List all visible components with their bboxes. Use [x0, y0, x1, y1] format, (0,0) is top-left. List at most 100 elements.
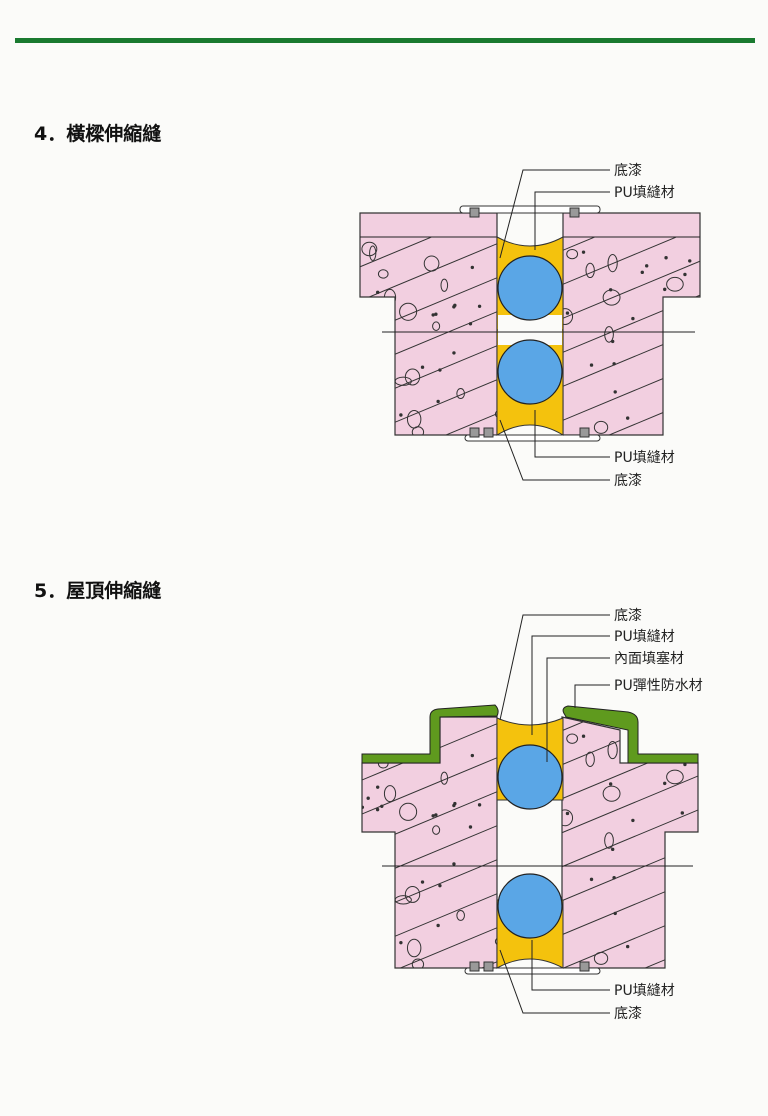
- aggregate-bubble: [420, 880, 425, 884]
- rebar-line: [350, 1009, 710, 1116]
- aggregate-bubble: [589, 877, 594, 882]
- label-pu-filler-bottom: PU填縫材: [614, 450, 675, 466]
- aggregate-bubble: [593, 951, 609, 965]
- aggregate-bubble: [666, 769, 684, 785]
- section-5-title: 5．屋頂伸縮縫: [34, 579, 161, 602]
- aggregate-bubble: [369, 729, 377, 746]
- aggregate-bubble: [663, 287, 667, 292]
- aggregate-bubble: [640, 270, 644, 275]
- aggregate-bubble: [613, 390, 617, 394]
- aggregate-bubble: [631, 316, 635, 321]
- aggregate-bubble: [361, 241, 378, 257]
- aggregate-bubble: [668, 890, 684, 904]
- aggregate-bubble: [522, 823, 530, 841]
- aggregate-bubble: [383, 785, 397, 803]
- aggregate-bubble: [452, 803, 456, 808]
- aggregate-bubble: [406, 938, 422, 958]
- aggregate-bubble: [384, 409, 388, 414]
- top-green-rule: [15, 38, 755, 43]
- rebar-line: [360, 392, 700, 435]
- aggregate-bubble: [625, 944, 630, 949]
- aggregate-bubble: [431, 814, 435, 818]
- aggregate-bubble: [607, 254, 618, 273]
- section-4-title: 4．橫樑伸縮縫: [34, 122, 161, 145]
- beam-expansion-joint-diagram: 底漆 PU填縫材 PU填縫材 底漆: [350, 163, 710, 611]
- aggregate-bubble: [687, 418, 691, 423]
- aggregate-bubble: [613, 911, 617, 916]
- aggregate-bubble: [434, 312, 438, 316]
- aggregate-bubble: [612, 362, 616, 366]
- aggregate-bubble: [668, 372, 684, 386]
- aggregate-bubble: [565, 311, 570, 315]
- rebar-line: [362, 940, 698, 968]
- aggregate-bubble: [514, 426, 518, 431]
- aggregate-bubble: [375, 308, 380, 312]
- cover-plate-bottom: [464, 434, 601, 442]
- aggregate-bubble: [602, 289, 621, 306]
- aggregate-bubble: [581, 250, 586, 254]
- aggregate-bubble: [452, 351, 456, 355]
- aggregate-bubble: [406, 409, 422, 429]
- aggregate-bubble: [694, 874, 698, 879]
- aggregate-bubble: [664, 256, 668, 260]
- aggregate-bubble: [680, 811, 685, 815]
- aggregate-bubble: [566, 733, 579, 744]
- aggregate-bubble: [377, 269, 389, 279]
- aggregate-bubble: [436, 399, 440, 404]
- aggregate-bubble: [438, 368, 442, 372]
- backer-rod-bottom: [497, 873, 563, 939]
- aggregate-bubble: [375, 290, 380, 295]
- aggregate-bubble: [695, 365, 699, 370]
- aggregate-bubble: [604, 326, 614, 343]
- aggregate-bubble: [565, 811, 570, 816]
- label-pu-filler-bottom: PU填縫材: [614, 983, 675, 999]
- backer-rod-top: [497, 744, 563, 810]
- aggregate-bubble: [452, 305, 456, 309]
- aggregate-bubble: [423, 255, 440, 272]
- backer-rod-top: [497, 255, 563, 321]
- aggregate-bubble: [607, 740, 618, 760]
- cover-plate-top: [459, 205, 601, 214]
- aggregate-bubble: [380, 804, 384, 808]
- aggregate-bubble: [608, 782, 613, 786]
- aggregate-bubble: [694, 361, 699, 365]
- aggregate-bubble: [399, 802, 418, 821]
- rebar-line: [350, 461, 710, 611]
- aggregate-bubble: [532, 851, 543, 868]
- aggregate-bubble: [366, 796, 370, 800]
- backer-rod-bottom: [497, 339, 563, 405]
- aggregate-bubble: [610, 339, 615, 344]
- label-primer-top: 底漆: [614, 608, 642, 624]
- aggregate-bubble: [432, 321, 441, 331]
- aggregate-bubble: [399, 413, 403, 417]
- aggregate-bubble: [434, 813, 438, 817]
- aggregate-bubble: [375, 785, 380, 789]
- aggregate-bubble: [438, 883, 442, 888]
- aggregate-bubble: [585, 751, 595, 767]
- aggregate-bubble: [384, 936, 388, 940]
- aggregate-bubble: [666, 276, 684, 292]
- aggregate-bubble: [387, 411, 392, 415]
- aggregate-bubble: [470, 265, 475, 270]
- aggregate-bubble: [666, 339, 670, 344]
- aggregate-bubble: [369, 245, 377, 261]
- aggregate-bubble: [602, 785, 621, 802]
- aggregate-bubble: [695, 880, 698, 885]
- aggregate-bubble: [477, 803, 482, 807]
- aggregate-bubble: [387, 938, 392, 942]
- aggregate-bubble: [645, 264, 649, 268]
- aggregate-bubble: [688, 259, 692, 263]
- label-pu-waterproof-membrane: PU彈性防水材: [614, 678, 703, 694]
- aggregate-bubble: [360, 422, 374, 432]
- label-backer-material: 內面填塞材: [614, 650, 684, 667]
- aggregate-bubble: [420, 365, 425, 369]
- aggregate-bubble: [585, 262, 595, 279]
- aggregate-bubble: [456, 909, 465, 921]
- aggregate-bubble: [625, 416, 630, 420]
- roof-expansion-joint-diagram: 底漆 PU填縫材 內面填塞材 PU彈性防水材 PU填縫材 底漆: [350, 608, 710, 1116]
- aggregate-bubble: [470, 753, 475, 758]
- aggregate-bubble: [581, 734, 586, 738]
- aggregate-bubble: [666, 847, 670, 852]
- concrete-left: [359, 212, 498, 436]
- aggregate-bubble: [688, 745, 692, 750]
